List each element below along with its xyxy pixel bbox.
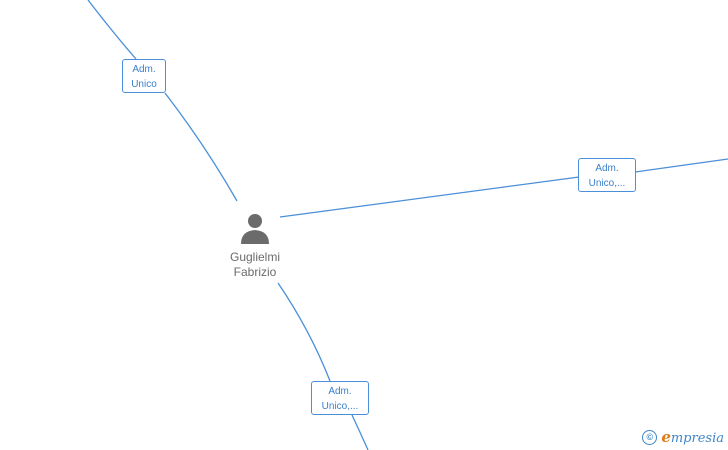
role-label-right[interactable]: Adm. Unico,... — [578, 158, 636, 192]
role-label-line2: Unico — [131, 79, 157, 90]
role-label-line2: Unico,... — [588, 178, 626, 189]
brand-logo-initial: e — [661, 428, 671, 446]
person-icon — [241, 214, 269, 244]
edge-right — [279, 176, 580, 218]
role-label-bottom[interactable]: Adm. Unico,... — [311, 381, 369, 415]
person-name-line1: Guglielmi — [229, 250, 280, 264]
footer-brand: © empresia — [642, 428, 724, 446]
edge-top-left — [164, 92, 238, 202]
role-label-line1: Adm. — [595, 163, 619, 174]
role-label-line2: Unico,... — [321, 401, 359, 412]
brand-logo[interactable]: empresia — [661, 428, 724, 446]
role-label-top[interactable]: Adm. Unico — [122, 59, 166, 93]
edge-right — [634, 158, 728, 173]
edge-bottom — [277, 282, 331, 382]
brand-logo-text: mpresia — [670, 431, 724, 446]
role-label-line1: Adm. — [132, 64, 156, 75]
role-label-line1: Adm. — [328, 386, 352, 397]
copyright-icon: © — [642, 429, 658, 445]
person-name-line2: Fabrizio — [233, 265, 277, 279]
person-node[interactable]: Guglielmi Fabrizio — [214, 212, 296, 280]
edge-top-left — [87, 0, 137, 60]
edge-bottom — [351, 414, 369, 450]
